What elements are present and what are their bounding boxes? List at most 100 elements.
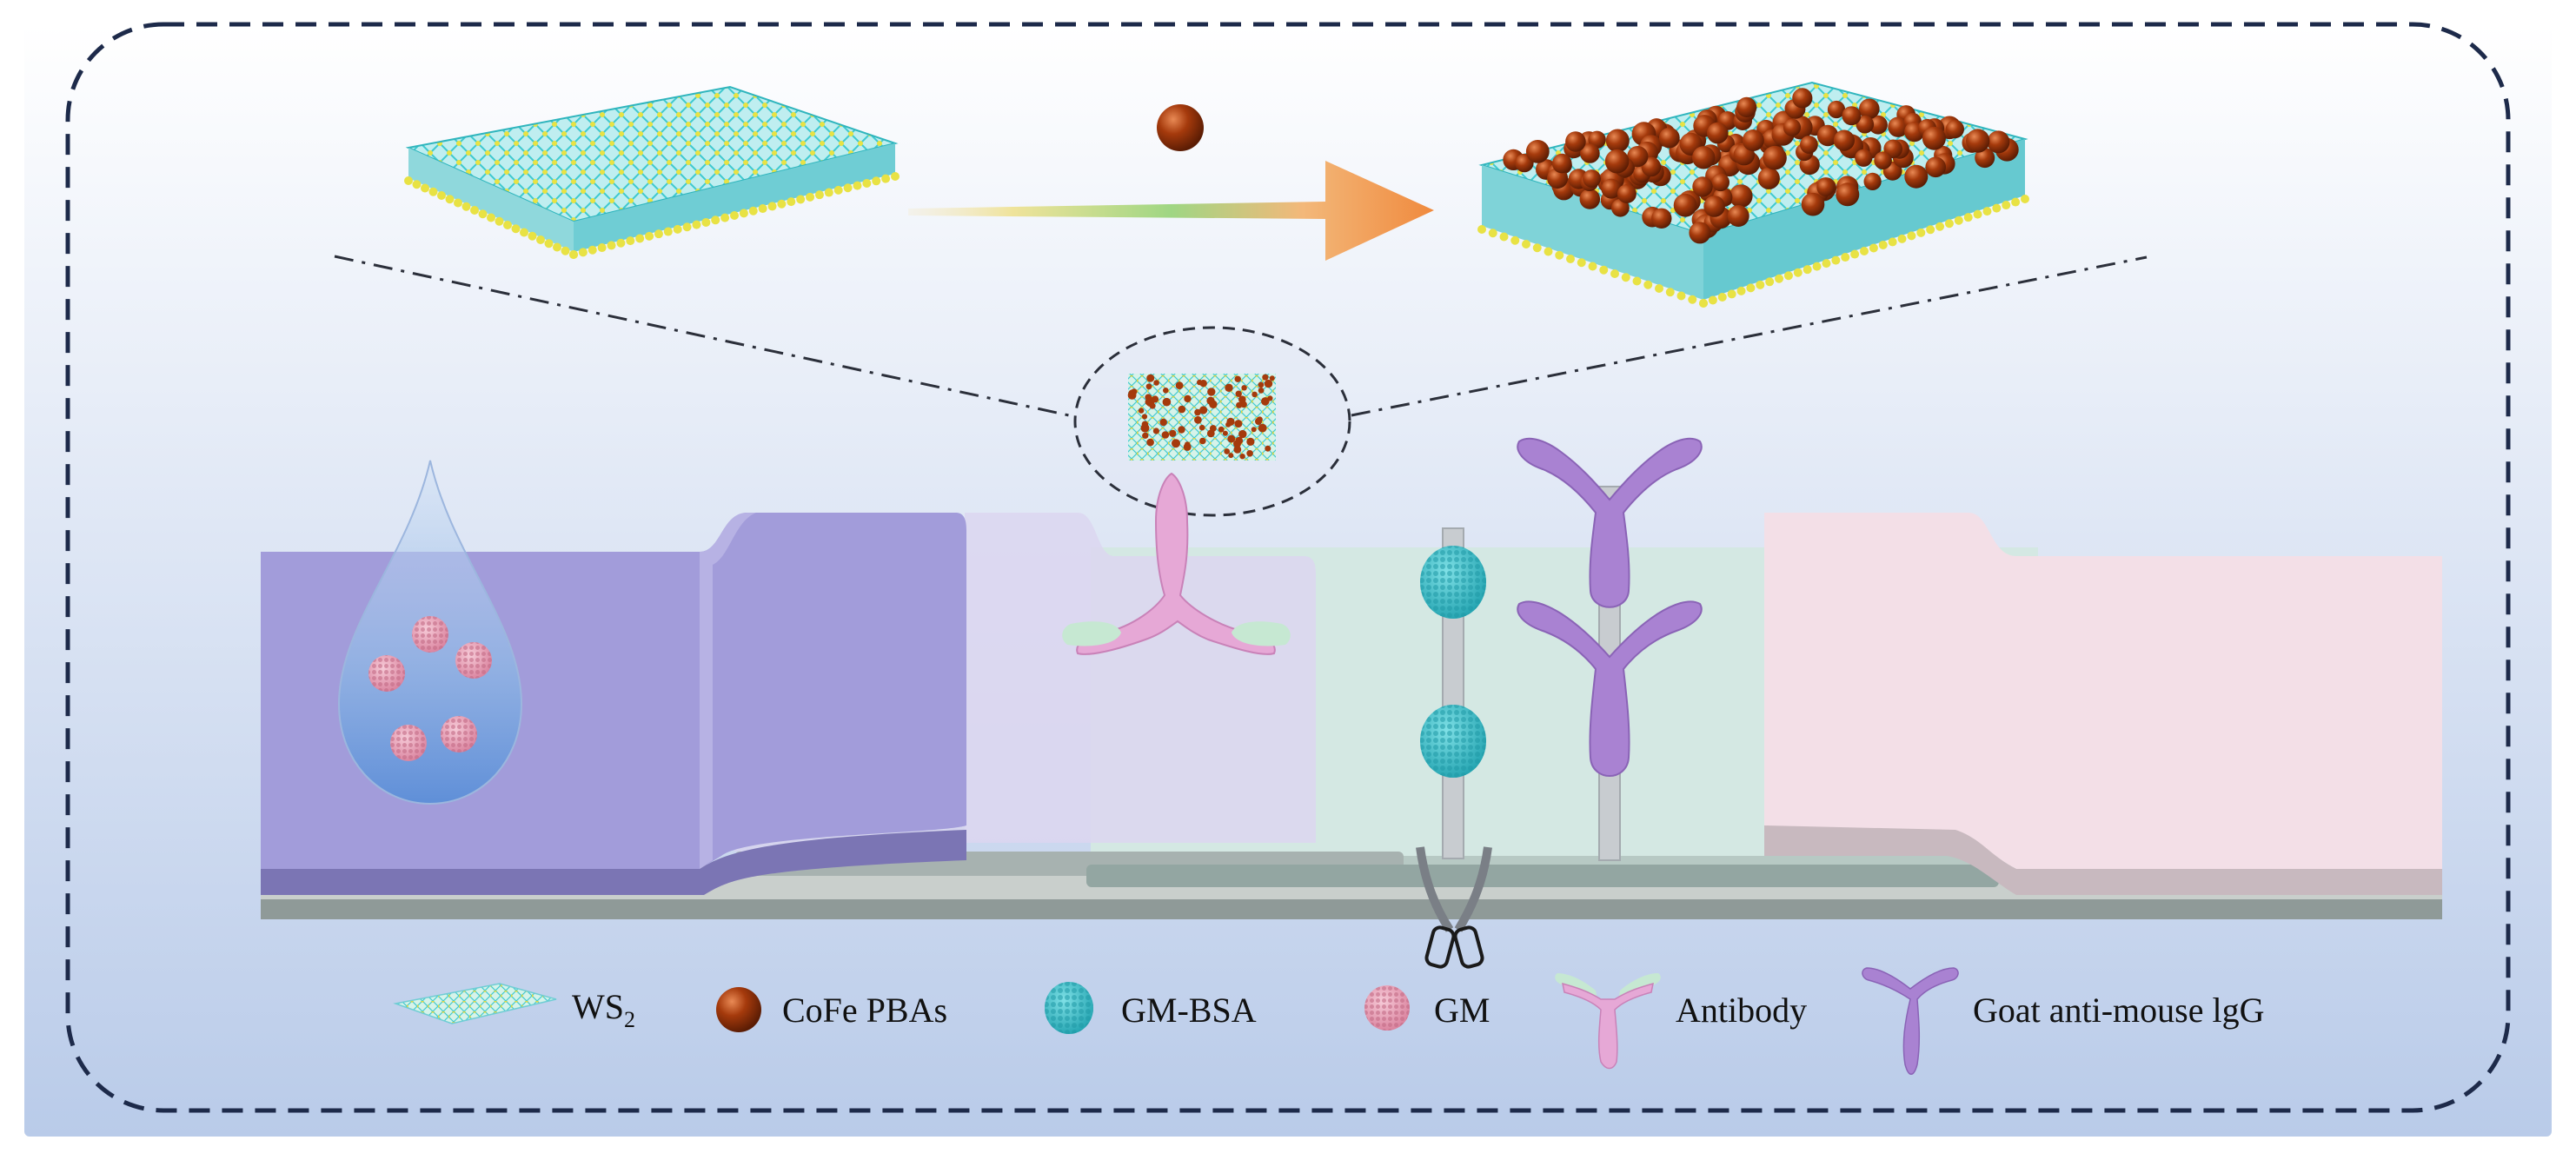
- sulfur-atom: [862, 178, 872, 188]
- conjugate-pad: [965, 513, 1316, 843]
- sulfur-atom: [843, 183, 853, 193]
- cofe-pba-particle: [1763, 145, 1787, 170]
- cofe-pba-particle: [1251, 427, 1257, 433]
- cofe-pba-particle: [1729, 184, 1753, 209]
- legend-item-gmbsa: GM-BSA: [1045, 982, 1257, 1034]
- sulfur-atom: [682, 222, 692, 232]
- cofe-pba-particle: [1172, 439, 1180, 448]
- legend-item-gm: GM: [1364, 985, 1490, 1031]
- legend-label-ws2: WS2: [572, 987, 635, 1032]
- sulfur-atom: [1822, 259, 1831, 268]
- sulfur-atom: [1736, 286, 1746, 295]
- sulfur-atom: [597, 243, 607, 253]
- cofe-pba-particle: [1228, 453, 1234, 459]
- cofe-pba-particle: [1261, 397, 1270, 406]
- cofe-pba-particle: [1159, 418, 1167, 427]
- cofe-pba-particle: [1241, 385, 1247, 391]
- cofe-pba-particle: [1987, 130, 2010, 154]
- sulfur-atom: [1982, 207, 1992, 216]
- sulfur-atom: [1577, 258, 1586, 268]
- absorbent-pad: [1764, 513, 2442, 869]
- sulfur-atom: [528, 231, 537, 241]
- sulfur-atom: [701, 217, 711, 227]
- cofe-pba-particle: [1218, 426, 1225, 433]
- gm-cluster-texture: [455, 642, 492, 679]
- gm-cluster-texture: [390, 725, 427, 761]
- sulfur-atom: [1812, 262, 1822, 271]
- sulfur-atom: [607, 241, 616, 250]
- cofe-pba-particle: [1703, 196, 1725, 217]
- sample-droplet: [337, 460, 523, 805]
- sulfur-atom: [872, 176, 881, 186]
- cofe-pba-particle: [1234, 375, 1241, 382]
- sulfur-atom: [478, 209, 488, 219]
- sulfur-atom: [1676, 291, 1686, 301]
- cofe-pba-particle: [1583, 169, 1601, 188]
- sulfur-atom: [1477, 225, 1486, 234]
- cofe-pba-particle: [1604, 149, 1630, 174]
- sulfur-atom: [1850, 249, 1860, 259]
- cofe-pba-particle: [1239, 454, 1245, 460]
- cofe-pba-particle: [1262, 374, 1269, 381]
- legend-label-gm: GM: [1434, 991, 1490, 1030]
- cofe-pba-particle: [1199, 406, 1208, 414]
- cofe-pba-particle: [1736, 96, 1757, 117]
- sulfur-atom: [692, 220, 701, 229]
- cofe-pba-particle: [1175, 381, 1184, 389]
- cofe-pba-particle: [1816, 124, 1839, 147]
- cofe-pba-particle: [1859, 98, 1880, 120]
- reaction-arrow: [908, 161, 1434, 261]
- sulfur-atom: [891, 172, 900, 181]
- cofe-pba-particle: [1140, 423, 1150, 433]
- cofe-pba-particle: [1209, 425, 1217, 432]
- sulfur-atom: [503, 221, 512, 229]
- cofe-pba-particle: [1692, 146, 1716, 169]
- cofe-pba-particle: [1707, 122, 1729, 144]
- cofe-pba-particle: [1225, 383, 1233, 392]
- sulfur-atom: [511, 224, 521, 234]
- cofe-pba-particle: [1966, 129, 1990, 153]
- sulfur-atom: [1963, 213, 1973, 222]
- sulfur-atom: [1488, 229, 1497, 238]
- cofe-pba-particle: [1234, 420, 1243, 428]
- sulfur-atom: [1708, 295, 1717, 305]
- sulfur-atom: [487, 213, 495, 222]
- cofe-pba-particle: [1565, 131, 1586, 152]
- cofe-pba-particle: [1162, 397, 1172, 407]
- sulfur-atom: [758, 204, 767, 214]
- cofe-pba-particle: [1146, 438, 1154, 447]
- sulfur-atom: [578, 248, 588, 257]
- cofe-pba-particle: [1194, 408, 1201, 416]
- sulfur-atom: [833, 185, 843, 195]
- cofe-pba-particle: [1146, 374, 1155, 382]
- cofe-pba-particle: [1235, 436, 1244, 445]
- cofe-pba-particle: [1945, 120, 1964, 139]
- cofe-pba-particle: [1199, 437, 1206, 445]
- cofe-pba-particle: [1246, 450, 1253, 457]
- sulfur-atom: [1888, 237, 1897, 247]
- cofe-pba-particle: [1264, 379, 1273, 388]
- sulfur-atom: [1746, 283, 1756, 293]
- cofe-pba-particle: [1836, 182, 1860, 207]
- sulfur-atom: [536, 235, 545, 244]
- sulfur-atom: [1831, 255, 1841, 265]
- cofe-pba-particle: [1127, 391, 1137, 400]
- legend-item-goat: Goat anti-mouse lgG: [1862, 967, 2265, 1075]
- sulfur-atom: [730, 211, 739, 220]
- sulfur-atom: [1841, 253, 1850, 262]
- ws2-cofe-mini: [1127, 374, 1276, 461]
- antibody-conjugate: [1062, 472, 1291, 655]
- sulfur-atom: [495, 216, 504, 226]
- sulfur-atom: [1643, 280, 1653, 289]
- cofe-pba-particle: [1153, 380, 1159, 386]
- sulfur-atom: [2011, 197, 2021, 207]
- sulfur-atom: [654, 229, 663, 239]
- sulfur-atom: [1803, 265, 1812, 275]
- sulfur-atom: [777, 199, 787, 209]
- sulfur-atom: [814, 190, 824, 200]
- cofe-pba-particle: [1225, 421, 1232, 428]
- cofe-pba-particle: [1833, 129, 1855, 151]
- sulfur-atom: [1944, 219, 1954, 229]
- cofe-pba-particle: [1816, 178, 1836, 196]
